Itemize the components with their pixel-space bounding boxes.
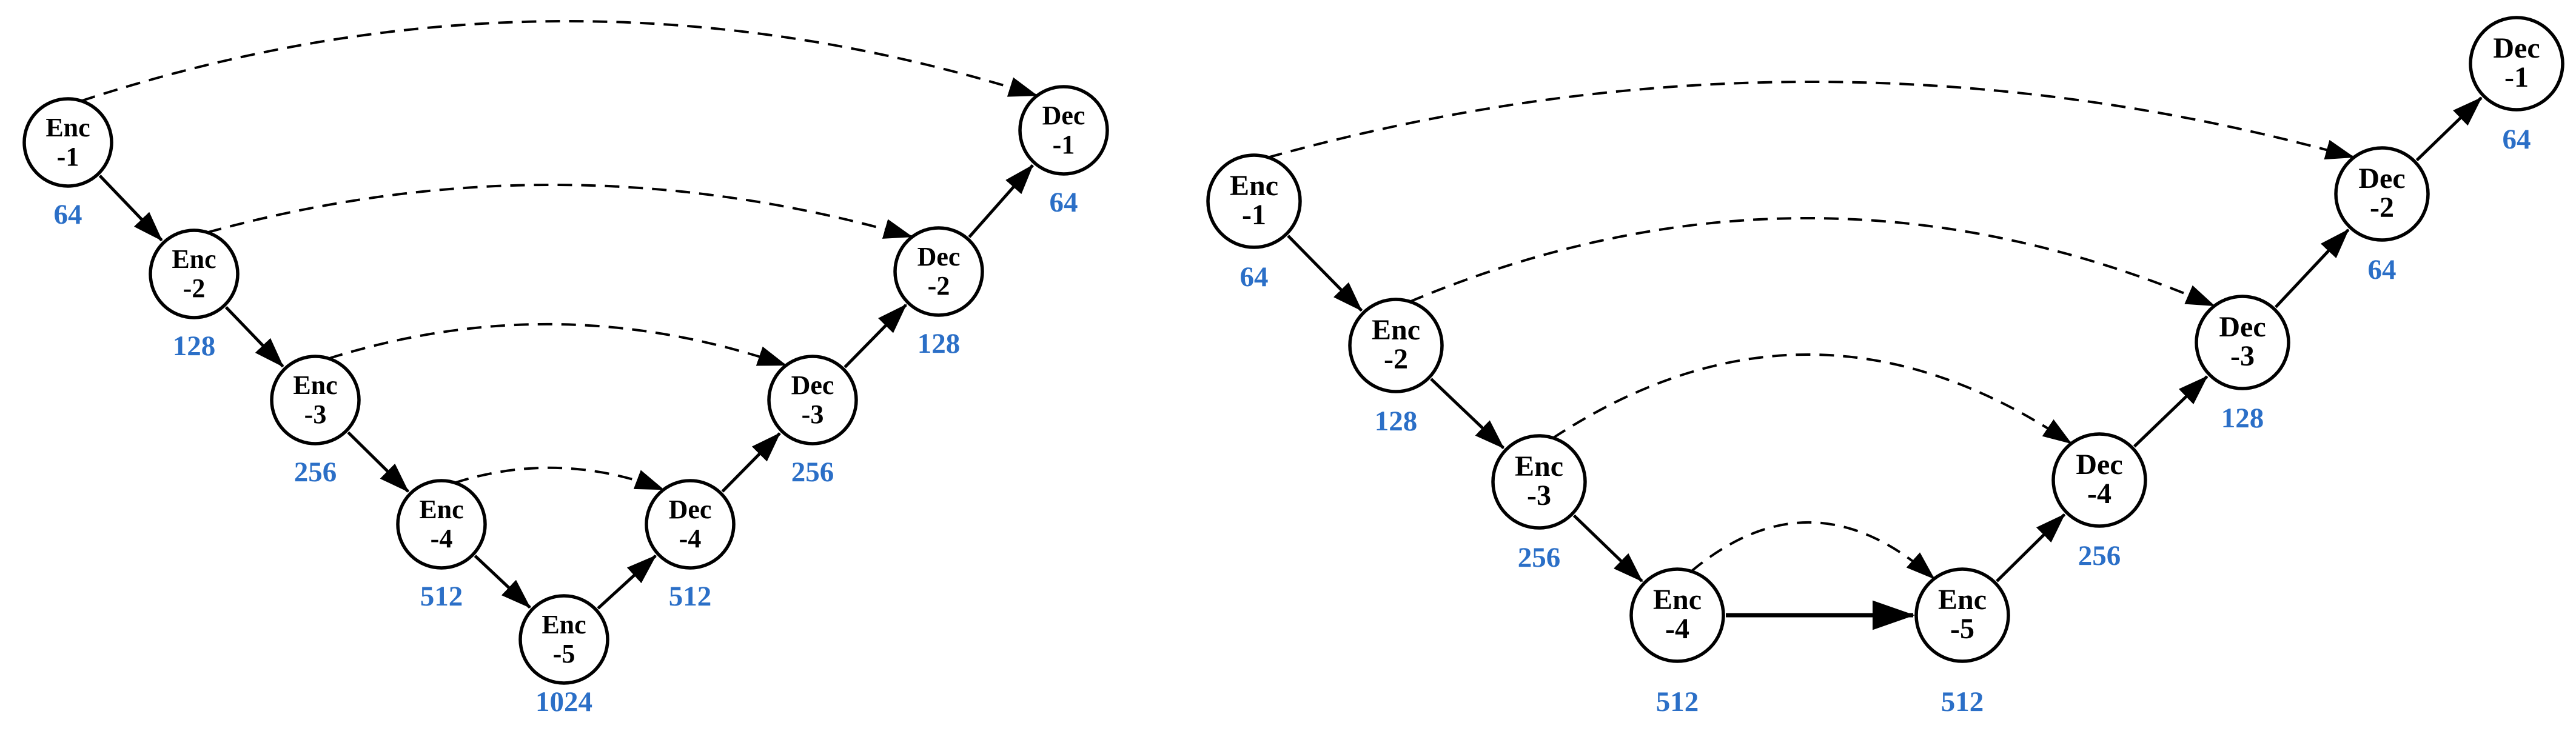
node-dec4: Dec-4 bbox=[645, 479, 736, 570]
node-label-dec2: Dec-2 bbox=[917, 242, 961, 301]
node-label-enc3: Enc-3 bbox=[1515, 450, 1563, 512]
node-circle-enc1 bbox=[1206, 153, 1302, 249]
solid-edge-dec3-dec2 bbox=[2274, 229, 2350, 309]
node-circle-dec1 bbox=[1018, 85, 1109, 176]
solid-edge-enc1-enc2 bbox=[1287, 235, 1363, 312]
channel-label-dec1: 64 bbox=[2503, 124, 2531, 155]
node-dec2: Dec-2 bbox=[2334, 146, 2430, 242]
node-circle-enc2 bbox=[1348, 298, 1444, 393]
node-label-dec1: Dec-1 bbox=[2493, 32, 2540, 93]
node-dec4: Dec-4 bbox=[2051, 432, 2147, 528]
skip-connection-enc3-dec3 bbox=[328, 322, 787, 367]
node-label-dec3: Dec-3 bbox=[791, 370, 834, 429]
skip-connection-enc1-dec2 bbox=[1267, 81, 2355, 160]
node-circle-dec3 bbox=[767, 355, 858, 445]
node-circle-enc3 bbox=[270, 355, 361, 445]
solid-edge-enc5-dec4 bbox=[1996, 513, 2066, 582]
solid-edge-enc4-enc5 bbox=[474, 555, 531, 609]
node-circle-dec4 bbox=[645, 479, 736, 570]
channel-label-enc3: 256 bbox=[1518, 542, 1561, 573]
node-circle-enc2 bbox=[149, 229, 240, 319]
channel-label-dec4: 512 bbox=[669, 581, 712, 612]
channel-label-enc4: 512 bbox=[1656, 686, 1699, 718]
channel-label-enc3: 256 bbox=[294, 456, 337, 488]
node-enc3: Enc-3 bbox=[270, 355, 361, 445]
node-enc5: Enc-5 bbox=[518, 594, 609, 685]
node-circle-dec2 bbox=[2334, 146, 2430, 242]
node-enc2: Enc-2 bbox=[1348, 298, 1444, 393]
node-enc1: Enc-1 bbox=[22, 97, 113, 188]
node-label-enc2: Enc-2 bbox=[172, 244, 216, 303]
channel-label-enc1: 64 bbox=[54, 199, 82, 230]
solid-edge-enc3-enc4 bbox=[1572, 514, 1643, 582]
node-label-enc3: Enc-3 bbox=[293, 370, 337, 429]
node-label-enc1: Enc-1 bbox=[45, 113, 90, 172]
channel-label-enc2: 128 bbox=[1375, 405, 1418, 437]
node-circle-enc5 bbox=[1914, 567, 2010, 663]
node-enc4: Enc-4 bbox=[396, 479, 487, 570]
node-dec3: Dec-3 bbox=[767, 355, 858, 445]
channel-label-dec2: 128 bbox=[917, 328, 961, 359]
node-label-enc1: Enc-1 bbox=[1230, 170, 1278, 231]
node-enc3: Enc-3 bbox=[1491, 434, 1587, 530]
channel-label-dec2: 64 bbox=[2368, 254, 2397, 285]
node-circle-enc4 bbox=[396, 479, 487, 570]
node-dec1: Dec-1 bbox=[2469, 16, 2564, 112]
solid-edge-enc2-enc3 bbox=[1430, 378, 1505, 449]
node-label-enc2: Enc-2 bbox=[1372, 314, 1420, 375]
solid-edge-enc1-enc2 bbox=[98, 175, 163, 242]
skip-connection-enc1-dec1 bbox=[80, 19, 1038, 102]
channel-label-enc2: 128 bbox=[173, 330, 216, 362]
skip-connection-enc2-dec3 bbox=[1409, 217, 2216, 307]
node-enc5: Enc-5 bbox=[1914, 567, 2010, 663]
node-circle-dec4 bbox=[2051, 432, 2147, 528]
solid-edge-dec2-dec1 bbox=[2415, 96, 2483, 162]
channel-label-enc5: 512 bbox=[1941, 686, 1984, 718]
channel-label-enc5: 1024 bbox=[535, 686, 592, 718]
node-enc1: Enc-1 bbox=[1206, 153, 1302, 249]
node-enc4: Enc-4 bbox=[1629, 567, 1725, 663]
channel-label-enc4: 512 bbox=[420, 581, 463, 612]
node-label-dec2: Dec-2 bbox=[2358, 162, 2405, 224]
solid-edge-enc3-enc4 bbox=[347, 431, 409, 493]
channel-label-dec3: 128 bbox=[2221, 402, 2264, 434]
solid-edge-dec4-dec3 bbox=[2133, 375, 2209, 448]
skip-connection-enc3-dec4 bbox=[1552, 353, 2072, 444]
node-label-dec4: Dec-4 bbox=[2076, 449, 2122, 510]
node-circle-enc3 bbox=[1491, 434, 1587, 530]
node-label-enc4: Enc-4 bbox=[1653, 584, 1702, 645]
node-enc2: Enc-2 bbox=[149, 229, 240, 319]
node-circle-enc5 bbox=[518, 594, 609, 685]
solid-edge-dec2-dec1 bbox=[968, 164, 1034, 238]
node-circle-dec3 bbox=[2195, 295, 2290, 390]
node-circle-dec1 bbox=[2469, 16, 2564, 112]
node-label-enc5: Enc-5 bbox=[1938, 584, 1987, 645]
solid-edge-dec4-dec3 bbox=[721, 432, 781, 493]
node-label-enc5: Enc-5 bbox=[542, 610, 586, 669]
node-label-enc4: Enc-4 bbox=[419, 495, 463, 553]
channel-label-dec1: 64 bbox=[1050, 187, 1078, 218]
channel-label-enc1: 64 bbox=[1240, 261, 1269, 293]
node-circle-enc4 bbox=[1629, 567, 1725, 663]
node-label-dec1: Dec-1 bbox=[1042, 101, 1085, 159]
skip-connection-enc2-dec2 bbox=[207, 183, 913, 239]
channel-label-dec3: 256 bbox=[791, 456, 834, 488]
node-dec1: Dec-1 bbox=[1018, 85, 1109, 176]
skip-connection-enc4-enc5 bbox=[1690, 521, 1935, 579]
skip-connection-enc4-dec4 bbox=[454, 466, 665, 491]
node-label-dec3: Dec-3 bbox=[2219, 311, 2266, 372]
node-dec2: Dec-2 bbox=[893, 226, 984, 317]
solid-edge-dec3-dec2 bbox=[844, 304, 907, 369]
diagram-content: Enc-164Enc-2128Enc-3256Enc-4512Enc-51024… bbox=[22, 16, 2564, 718]
node-dec3: Dec-3 bbox=[2195, 295, 2290, 390]
node-circle-dec2 bbox=[893, 226, 984, 317]
node-circle-enc1 bbox=[22, 97, 113, 188]
solid-edge-enc5-dec4 bbox=[597, 555, 657, 610]
node-label-dec4: Dec-4 bbox=[669, 495, 712, 553]
solid-edge-enc2-enc3 bbox=[224, 306, 284, 368]
channel-label-dec4: 256 bbox=[2078, 540, 2121, 572]
